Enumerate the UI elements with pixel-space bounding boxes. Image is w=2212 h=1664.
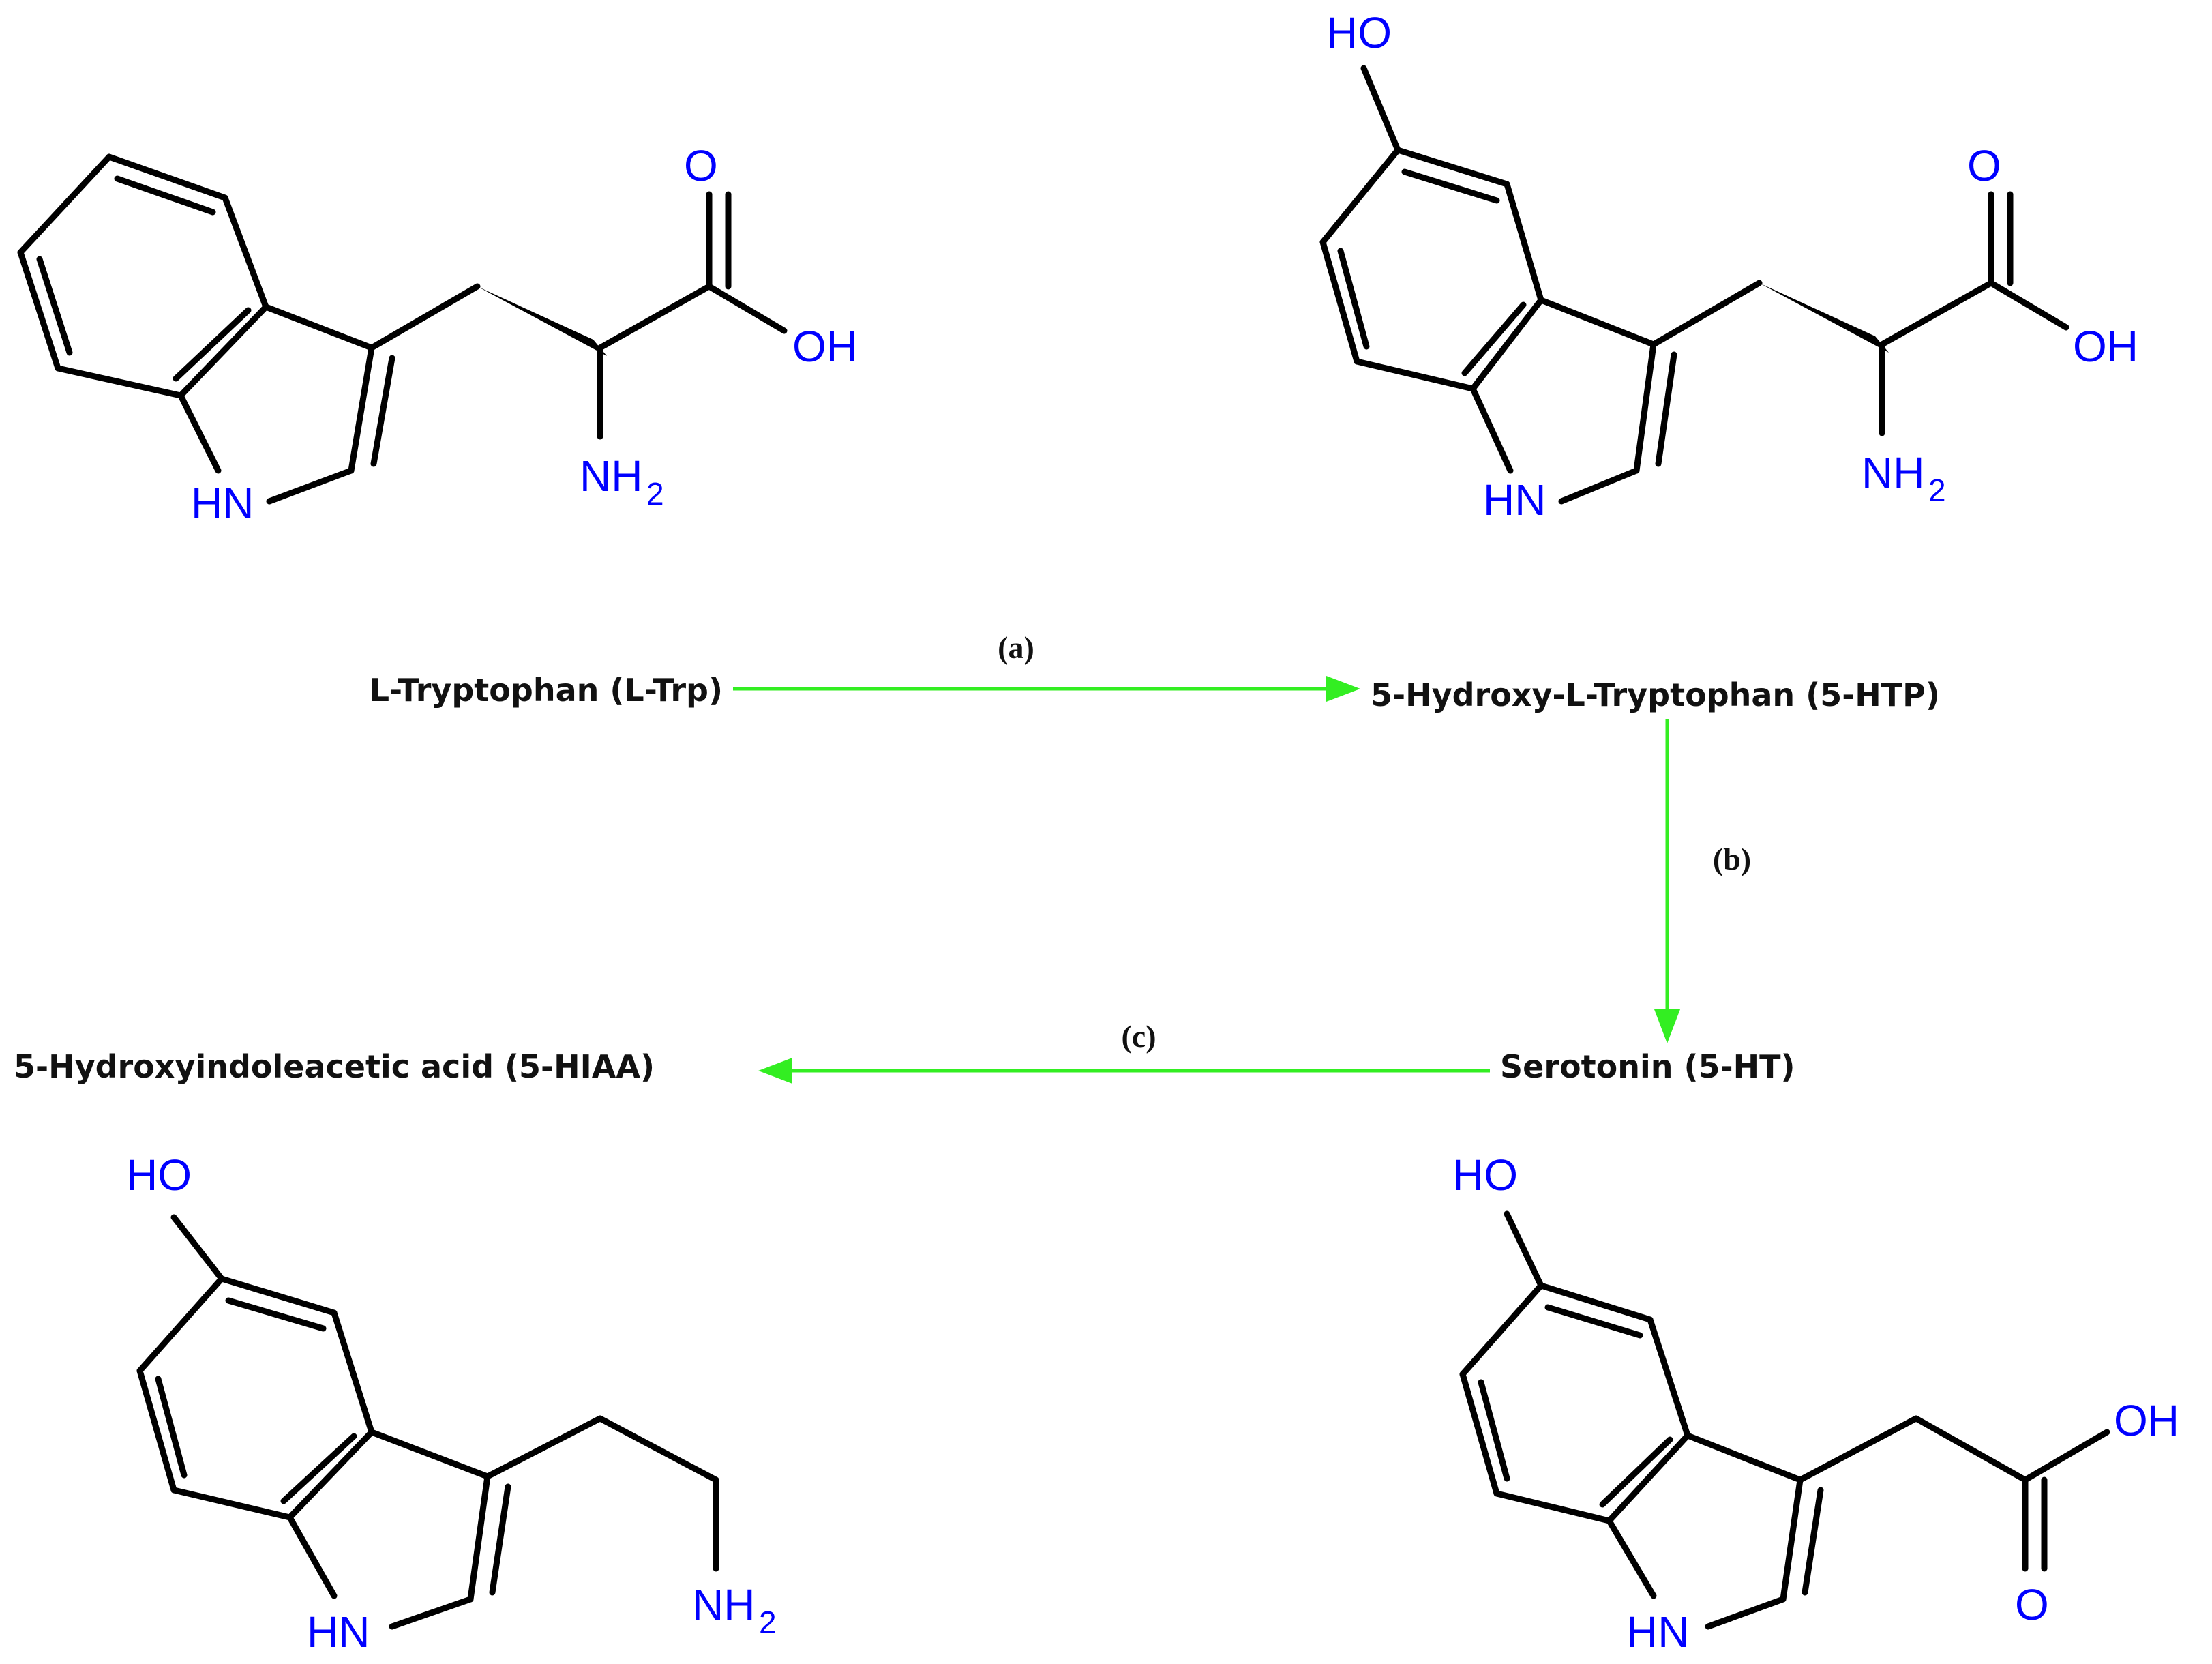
5-hiaa-hydroxyl: OH: [2114, 1396, 2179, 1445]
molecule-5-htp: HO O OH HN NH 2: [1319, 8, 2138, 524]
serotonin-amine-subscript: 2: [759, 1605, 777, 1640]
5-hiaa-ring-nh: HN: [1626, 1607, 1689, 1656]
arrow-a-head: [1326, 676, 1360, 702]
serotonin-bonds: [136, 1214, 719, 1630]
5-htp-ring-hydroxyl: HO: [1326, 8, 1392, 57]
5-htp-amine: NH: [1862, 448, 1924, 497]
node-5-htp: 5-Hydroxy-L-Tryptophan (5-HTP): [1371, 677, 1940, 713]
l-tryptophan-amine-subscript: 2: [646, 476, 664, 511]
l-tryptophan-carbonyl-o: O: [684, 141, 718, 190]
molecule-5-hiaa: HO OH O HN: [1452, 1150, 2179, 1656]
5-hiaa-carbonyl-o: O: [2015, 1580, 2049, 1629]
5-htp-bonds: [1319, 65, 2069, 505]
pathway: L-Tryptophan (L-Trp) 5-Hydroxy-L-Tryptop…: [14, 630, 1940, 1085]
5-htp-ring-nh: HN: [1483, 475, 1546, 524]
serotonin-ring-nh: HN: [307, 1607, 370, 1656]
serotonin-ring-hydroxyl: HO: [126, 1150, 192, 1200]
l-tryptophan-amine: NH: [580, 451, 642, 501]
step-label-a: (a): [998, 630, 1034, 665]
node-serotonin: Serotonin (5-HT): [1500, 1048, 1795, 1085]
molecule-l-tryptophan: O OH HN NH 2: [17, 141, 858, 528]
serotonin-amine: NH: [692, 1580, 755, 1629]
step-label-c: (c): [1121, 1019, 1156, 1054]
5-hiaa-ring-hydroxyl: HO: [1452, 1150, 1518, 1200]
arrow-c-head: [758, 1058, 792, 1084]
l-tryptophan-bonds: [17, 153, 788, 505]
step-label-b: (b): [1713, 842, 1751, 876]
5-htp-carbonyl-o: O: [1967, 141, 2001, 190]
5-hiaa-bonds: [1459, 1210, 2110, 1630]
arrow-b-head: [1654, 1009, 1680, 1043]
5-htp-wedge-bond: [1759, 283, 1889, 353]
5-htp-amine-subscript: 2: [1928, 473, 1946, 508]
l-tryptophan-wedge-bond: [477, 286, 607, 356]
node-l-tryptophan: L-Tryptophan (L-Trp): [370, 672, 723, 709]
molecule-serotonin: HO HN NH 2: [126, 1150, 777, 1656]
l-tryptophan-ring-nh: HN: [191, 479, 254, 528]
l-tryptophan-hydroxyl: OH: [792, 322, 858, 371]
node-5-hiaa: 5-Hydroxyindoleacetic acid (5-HIAA): [14, 1048, 655, 1085]
5-htp-hydroxyl: OH: [2073, 322, 2138, 371]
